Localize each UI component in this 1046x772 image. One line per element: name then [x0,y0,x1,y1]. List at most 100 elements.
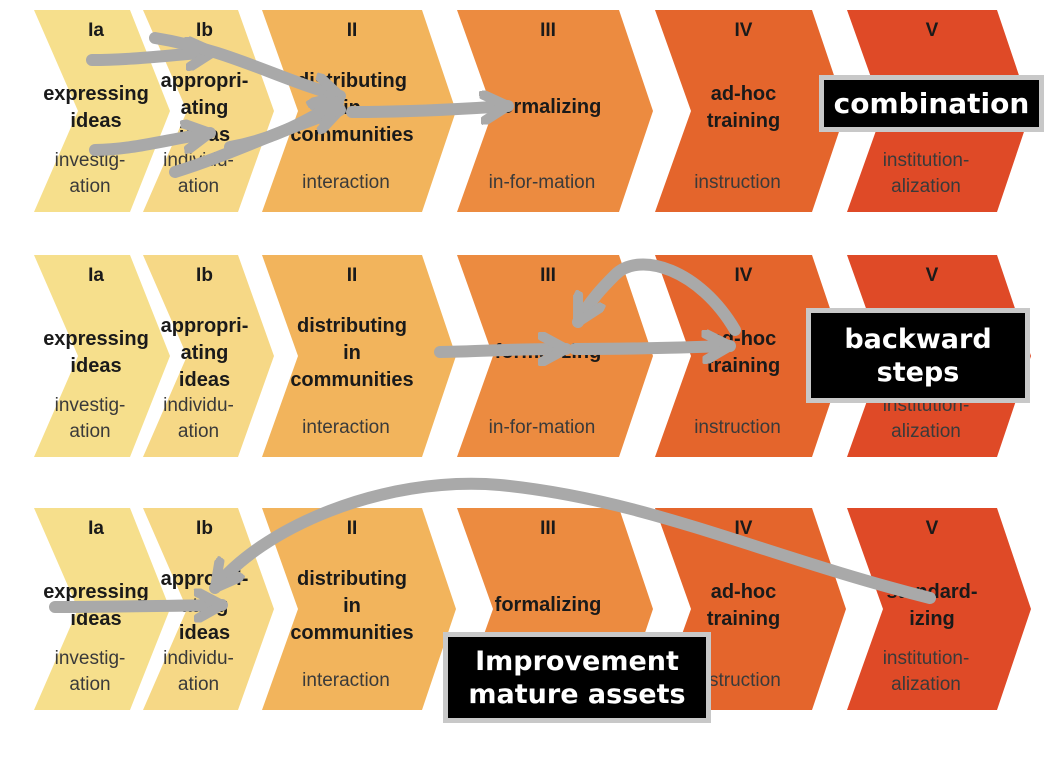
arrow-row2-iv-back-to-iii [572,258,741,336]
stage-sub-label: alization [891,176,961,197]
stage-number: V [926,518,939,539]
stage-sub-label: ation [69,421,110,442]
stage-sub-label: institution- [883,648,970,669]
stage-sub-label: interaction [302,172,390,193]
stage-II-row-2: II distributing in communities interaction [262,255,456,457]
chevron-shape [847,508,1031,710]
callout-backward-steps: backward steps [806,308,1030,403]
stage-sub-label: instruction [694,417,781,438]
chevron-shape [655,255,846,457]
stage-number: Ia [88,265,104,286]
stage-main-label: ad-hoc [711,581,777,603]
stage-Ia-row-2: Ia expressing ideas investig-ation [34,255,170,457]
callout-backward-steps-label: backward steps [844,323,992,388]
callout-combination-label: combination [833,87,1030,120]
stage-sub-label: individu- [163,395,234,416]
arrow-row2-ii-to-iii [434,349,572,352]
stage-main-label: izing [909,608,955,630]
stage-sub-label: alization [891,421,961,442]
stage-main-label: in [343,595,361,617]
stage-number: IV [735,518,753,539]
chevron-shape [262,508,456,710]
arrow-row1-ib-to-ii-bottom [224,96,344,153]
stage-number: III [540,265,556,286]
stage-main-label: distributing [297,315,407,337]
stage-number: Ia [88,518,104,539]
stage-sub-label: in-for-mation [489,172,596,193]
stage-number: III [540,518,556,539]
arrow-row3-v-back-to-ib [209,477,936,604]
stage-number: III [540,20,556,41]
arrow-row1-ia-to-ib-bottom [89,133,216,156]
stage-sub-label: interaction [302,670,390,691]
chevron-shape [262,255,456,457]
arrow-row3-ia-to-ib [49,605,228,607]
arrow-row1-ia-to-ib-top [86,52,219,60]
stage-sub-label: interaction [302,417,390,438]
stage-main-label: distributing [297,568,407,590]
stage-number: Ib [196,265,213,286]
chevron-shape [143,255,274,457]
stage-sub-label: investig- [55,395,126,416]
stage-main-label: training [707,110,780,132]
stage-main-label: expressing [43,328,149,350]
stage-main-label: training [707,608,780,630]
stage-main-label: ideas [70,355,121,377]
stage-main-label: ideas [179,369,230,391]
stage-sub-label: individu- [163,648,234,669]
arrow-row1-ii-to-iii [346,106,514,112]
stage-main-label: formalizing [495,594,602,616]
stage-main-label: communities [290,622,413,644]
stage-sub-label: instruction [694,670,781,691]
stage-number: Ib [196,518,213,539]
stage-main-label: appropri- [161,315,249,337]
stage-sub-label: ation [69,674,110,695]
stage-main-label: ating [181,97,229,119]
stage-main-label: ideas [70,608,121,630]
callout-improvement-mature-assets: Improvement mature assets [443,632,711,723]
stage-sub-label: investig- [55,648,126,669]
stage-Ib-row-2: Ib appropri-ating ideas individu-ation [143,255,274,457]
callout-improvement-label: Improvement mature assets [468,645,686,710]
stage-number: Ib [196,20,213,41]
stage-number: V [926,20,939,41]
arrow-row1-ib-to-ii-top [149,32,346,96]
stage-main-label: ating [181,342,229,364]
stage-main-label: ideas [179,622,230,644]
stage-sub-label: instruction [694,172,781,193]
arrow-layer [49,32,936,607]
stage-main-label: training [707,355,780,377]
stage-main-label: in [343,342,361,364]
stage-sub-label: alization [891,674,961,695]
stage-main-label: communities [290,369,413,391]
callout-combination: combination [819,75,1044,132]
stage-sub-label: ation [178,176,219,197]
stage-number: IV [735,265,753,286]
stage-IV-row-1: IV ad-hoc training instruction [655,10,846,212]
stage-number: II [347,265,358,286]
stage-sub-label: ation [69,176,110,197]
stage-main-label: ad-hoc [711,83,777,105]
stage-sub-label: in-for-mation [489,417,596,438]
stage-main-label: formalizing [495,96,602,118]
stage-number: V [926,265,939,286]
chevron-shape [655,10,846,212]
stage-number: IV [735,20,753,41]
stage-III-row-1: III formalizing in-for-mation [457,10,653,212]
stage-main-label: appropri- [161,70,249,92]
stage-main-label: expressing [43,83,149,105]
stage-number: II [347,20,358,41]
stage-number: Ia [88,20,104,41]
stage-II-row-3: II distributing in communities interaction [262,508,456,710]
chevron-shape [457,10,653,212]
stage-number: II [347,518,358,539]
stage-sub-label: ation [178,674,219,695]
stage-main-label: expressing [43,581,149,603]
stage-main-label: ideas [70,110,121,132]
chevron-shape [34,255,170,457]
arrow-row2-iii-to-iv [569,346,736,349]
stage-sub-label: ation [178,421,219,442]
stage-sub-label: institution- [883,150,970,171]
